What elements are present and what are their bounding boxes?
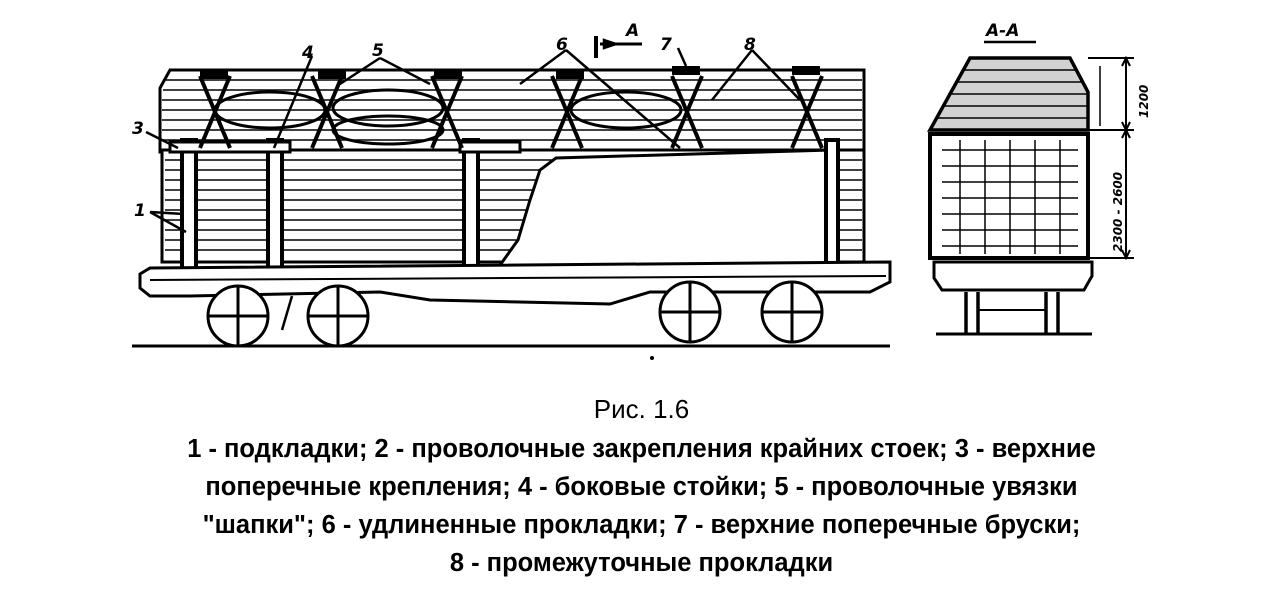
caption-line-1: 1 - подкладки; 2 - проволочные закреплен… [187, 435, 1096, 463]
callout-1-side: 1 [134, 201, 146, 221]
section-legs [964, 292, 1060, 334]
leader-lines [145, 36, 801, 331]
callout-6: 6 [556, 35, 568, 55]
cap-load [158, 68, 866, 154]
caption-line-3: "шапки"; 6 - удлиненные прокладки; 7 - в… [202, 511, 1081, 539]
wheels [206, 280, 824, 348]
dimension-lower: 2300 - 2600 [1111, 172, 1125, 252]
section-body [928, 132, 1090, 260]
callout-7: 7 [660, 35, 672, 55]
wheel-2 [306, 284, 370, 348]
callout-3: 3 [132, 119, 144, 139]
callout-5: 5 [372, 41, 384, 61]
wire-ties [198, 75, 824, 149]
callout-4: 4 [301, 43, 314, 63]
section-title: A-A [984, 21, 1019, 41]
caption-title: Рис. 1.6 [593, 394, 690, 424]
section-arrow-label: A [624, 21, 639, 41]
side-view: 3 1 4 5 6 A 7 8 [132, 21, 892, 348]
section-platform [932, 260, 1094, 292]
car-frame [138, 260, 892, 306]
caption-line-2: поперечные крепления; 4 - боковые стойки… [205, 473, 1078, 501]
dimension-lines [1088, 55, 1134, 261]
technical-drawing: 3 1 4 5 6 A 7 8 A-A [132, 21, 1151, 360]
wheel-4 [760, 280, 824, 344]
dimension-upper: 1200 [1137, 85, 1151, 118]
figure-caption: Рис. 1.6 1 - подкладки; 2 - проволочные … [0, 392, 1283, 582]
wheel-3 [658, 280, 722, 344]
section-logs [942, 140, 1078, 254]
callout-8: 8 [744, 35, 756, 55]
section-view: A-A [927, 21, 1151, 336]
caption-line-4: 8 - промежуточные прокладки [449, 549, 834, 577]
wheel-1 [206, 284, 270, 348]
cap-top-bars [200, 66, 820, 79]
side-stakes [180, 138, 840, 282]
